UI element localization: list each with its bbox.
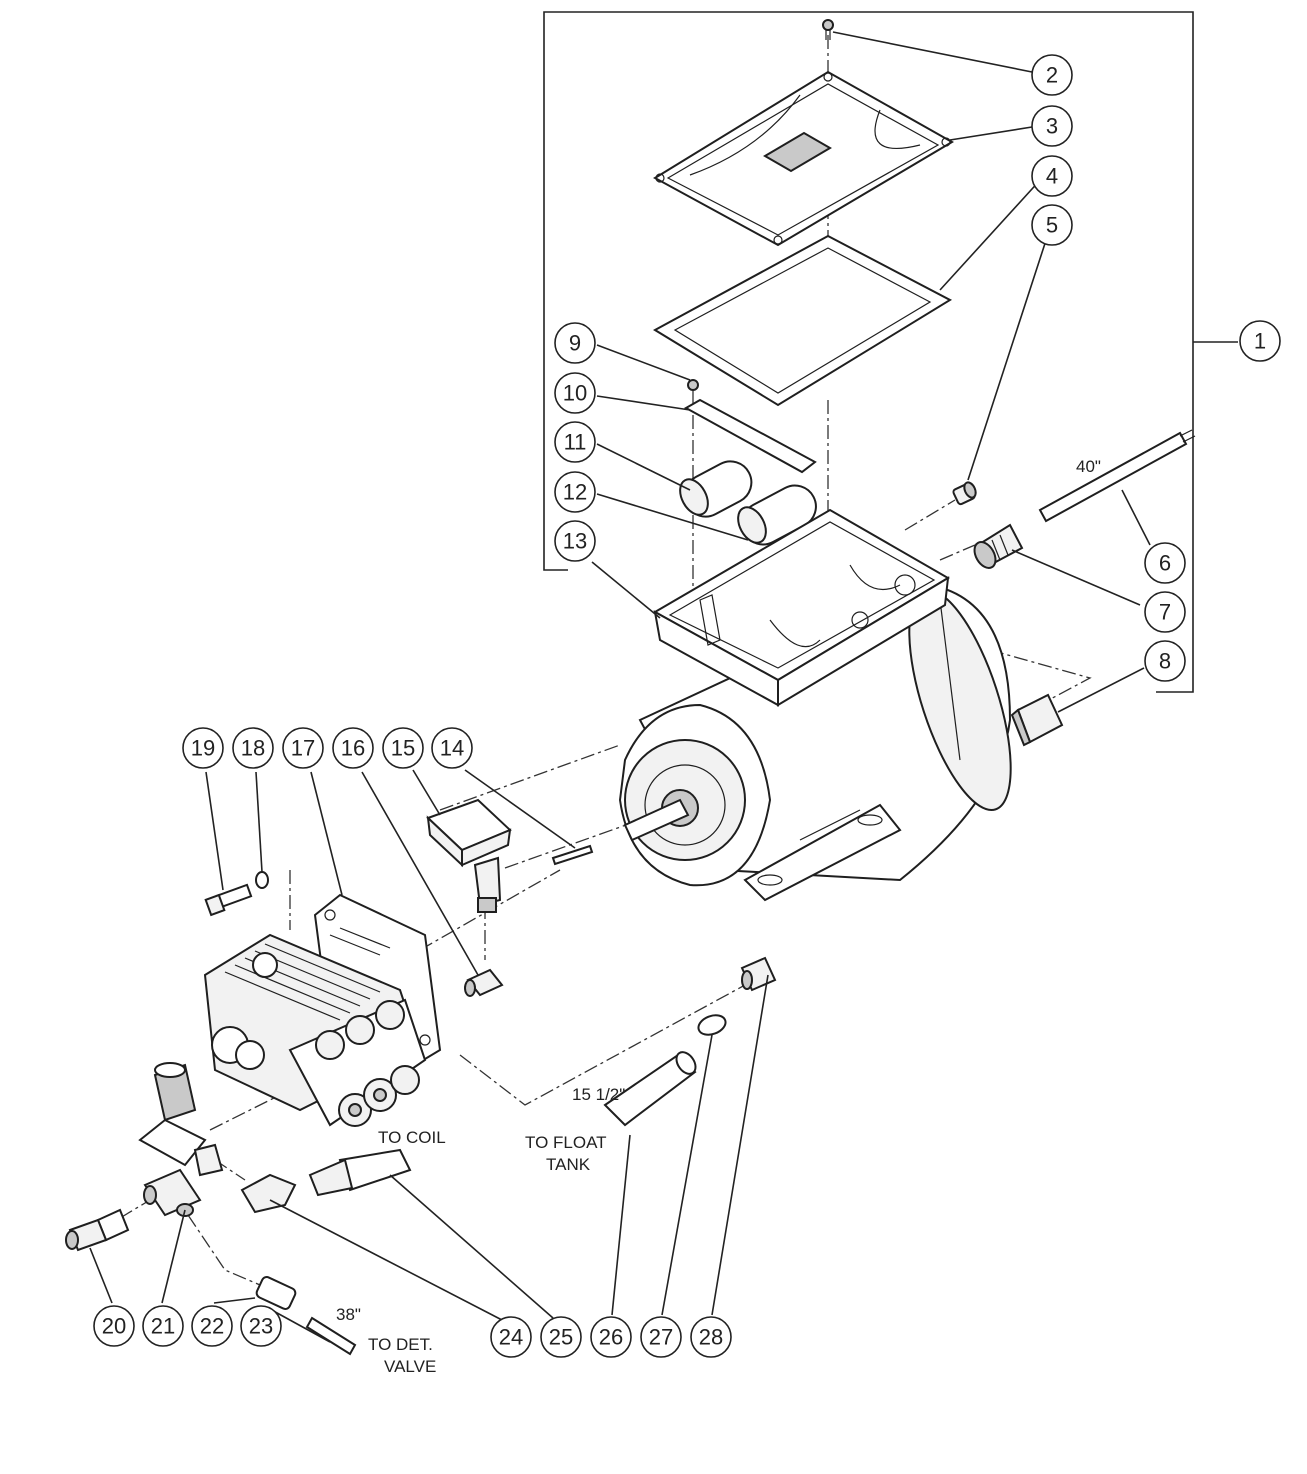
part-10-bracket bbox=[683, 398, 817, 474]
part-22-fitting bbox=[255, 1276, 297, 1310]
svg-text:22: 22 bbox=[200, 1314, 224, 1339]
svg-text:15: 15 bbox=[391, 736, 415, 761]
part-19-bolt bbox=[204, 883, 253, 917]
svg-text:11: 11 bbox=[564, 430, 587, 455]
svg-text:3: 3 bbox=[1046, 114, 1058, 139]
svg-text:9: 9 bbox=[569, 331, 581, 356]
svg-text:17: 17 bbox=[291, 736, 315, 761]
part-16-elbow bbox=[464, 968, 504, 997]
svg-text:26: 26 bbox=[599, 1325, 623, 1350]
svg-text:19: 19 bbox=[191, 736, 215, 761]
part-4-gasket bbox=[652, 234, 953, 407]
callout-9: 9 bbox=[554, 322, 596, 364]
dim-40-label: 40" bbox=[1076, 457, 1101, 476]
svg-text:6: 6 bbox=[1159, 551, 1171, 576]
to-float-label-1: TO FLOAT bbox=[525, 1133, 607, 1152]
part-5-plug bbox=[952, 481, 977, 506]
callout-6: 6 bbox=[1144, 542, 1186, 584]
callout-12: 12 bbox=[554, 471, 596, 513]
svg-text:28: 28 bbox=[699, 1325, 723, 1350]
callout-4: 4 bbox=[1031, 155, 1073, 197]
dim-38-label: 38" bbox=[336, 1305, 361, 1324]
part-23-tube bbox=[305, 1316, 357, 1356]
svg-text:14: 14 bbox=[440, 736, 464, 761]
to-coil-label: TO COIL bbox=[378, 1128, 446, 1147]
part-2-screw bbox=[822, 19, 834, 40]
svg-text:2: 2 bbox=[1046, 63, 1058, 88]
svg-text:13: 13 bbox=[563, 529, 587, 554]
part-18-washer bbox=[255, 871, 269, 889]
callout-14: 14 bbox=[431, 727, 473, 769]
callout-13: 13 bbox=[554, 520, 596, 562]
part-28-fitting bbox=[740, 956, 777, 992]
svg-text:21: 21 bbox=[151, 1314, 175, 1339]
callout-2: 2 bbox=[1031, 54, 1073, 96]
cover-logo bbox=[763, 131, 832, 173]
callout-24: 24 bbox=[490, 1316, 532, 1358]
callout-17: 17 bbox=[282, 727, 324, 769]
svg-text:25: 25 bbox=[549, 1325, 573, 1350]
motor-assembly bbox=[618, 508, 1012, 902]
part-20-fitting bbox=[65, 1208, 130, 1252]
callout-5: 5 bbox=[1031, 204, 1073, 246]
part-14-key bbox=[551, 844, 594, 866]
callout-15: 15 bbox=[382, 727, 424, 769]
svg-text:7: 7 bbox=[1159, 600, 1171, 625]
part-17-pump bbox=[203, 893, 442, 1127]
svg-text:5: 5 bbox=[1046, 213, 1058, 238]
part-26-hose bbox=[603, 1051, 697, 1127]
callout-19: 19 bbox=[182, 727, 224, 769]
callout-11: 11 bbox=[554, 421, 596, 463]
callout-21: 21 bbox=[142, 1305, 184, 1347]
part-8-switch bbox=[1010, 693, 1064, 747]
svg-text:20: 20 bbox=[102, 1314, 126, 1339]
callout-26: 26 bbox=[590, 1316, 632, 1358]
to-det-label-1: TO DET. bbox=[368, 1335, 433, 1354]
part-15-switch bbox=[426, 798, 512, 913]
svg-text:23: 23 bbox=[249, 1314, 273, 1339]
callout-23: 23 bbox=[240, 1305, 282, 1347]
dim-15-5-label: 15 1/2" bbox=[572, 1085, 625, 1104]
part-6-cord bbox=[1038, 429, 1196, 523]
part-7-strain-relief bbox=[973, 523, 1024, 569]
part-21-tee bbox=[143, 1168, 202, 1217]
callout-28: 28 bbox=[690, 1316, 732, 1358]
svg-text:16: 16 bbox=[341, 736, 365, 761]
callout-3: 3 bbox=[1031, 105, 1073, 147]
assembly-bracket bbox=[543, 11, 1194, 693]
callout-16: 16 bbox=[332, 727, 374, 769]
callout-22: 22 bbox=[191, 1305, 233, 1347]
callouts: 1 2 3 4 5 6 7 8 9 10 11 12 13 14 15 16 1… bbox=[93, 54, 1281, 1358]
part-9-screw bbox=[687, 379, 699, 391]
svg-text:12: 12 bbox=[563, 480, 587, 505]
callout-8: 8 bbox=[1144, 640, 1186, 682]
svg-text:24: 24 bbox=[499, 1325, 523, 1350]
svg-text:1: 1 bbox=[1254, 329, 1266, 354]
callout-25: 25 bbox=[540, 1316, 582, 1358]
svg-text:8: 8 bbox=[1159, 649, 1171, 674]
part-27-clamp bbox=[697, 1014, 727, 1036]
part-3-cover bbox=[653, 70, 954, 247]
to-float-label-2: TANK bbox=[546, 1155, 591, 1174]
callout-27: 27 bbox=[640, 1316, 682, 1358]
callout-1: 1 bbox=[1239, 320, 1281, 362]
callout-20: 20 bbox=[93, 1305, 135, 1347]
svg-text:10: 10 bbox=[563, 381, 587, 406]
part-24-elbow bbox=[240, 1173, 297, 1214]
part-25-hose bbox=[308, 1148, 412, 1197]
callout-18: 18 bbox=[232, 727, 274, 769]
annotations: 40" 15 1/2" TO COIL TO FLOAT TANK 38" TO… bbox=[336, 457, 1101, 1376]
callout-10: 10 bbox=[554, 372, 596, 414]
unloader-valve bbox=[138, 1062, 224, 1177]
svg-text:27: 27 bbox=[649, 1325, 673, 1350]
callout-7: 7 bbox=[1144, 591, 1186, 633]
leader-lines bbox=[89, 31, 1151, 1343]
svg-text:4: 4 bbox=[1046, 164, 1058, 189]
svg-text:18: 18 bbox=[241, 736, 265, 761]
to-det-label-2: VALVE bbox=[384, 1357, 436, 1376]
part-12-capacitor bbox=[737, 484, 817, 546]
